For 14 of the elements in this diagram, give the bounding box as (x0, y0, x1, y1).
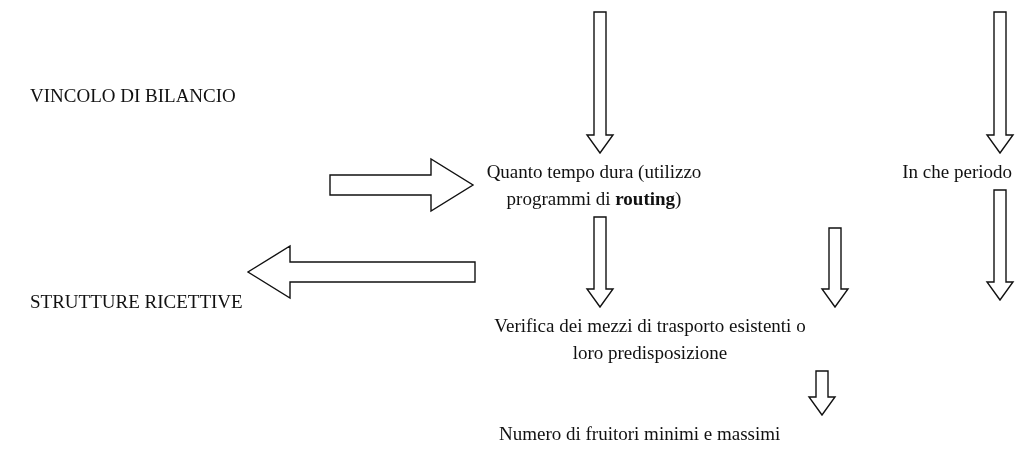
block-arrow (820, 227, 850, 309)
block-arrow (246, 244, 476, 300)
node-label: VINCOLO DI BILANCIO (30, 82, 236, 109)
block-arrow (807, 370, 837, 417)
node-label: STRUTTURE RICETTIVE (30, 288, 243, 315)
node-label: Numero di fruitori minimi e massimi (499, 420, 839, 447)
node-label: Quanto tempo dura (utilizzo programmi di routing) (478, 158, 710, 212)
node-label: Verifica dei mezzi di trasporto esistenti o loro predisposizione (460, 312, 840, 366)
block-arrow (985, 11, 1015, 155)
block-arrow (329, 157, 475, 213)
block-arrow (585, 216, 615, 309)
node-label: In che periodo (840, 158, 1012, 185)
block-arrow (985, 189, 1015, 302)
block-arrow (585, 11, 615, 155)
